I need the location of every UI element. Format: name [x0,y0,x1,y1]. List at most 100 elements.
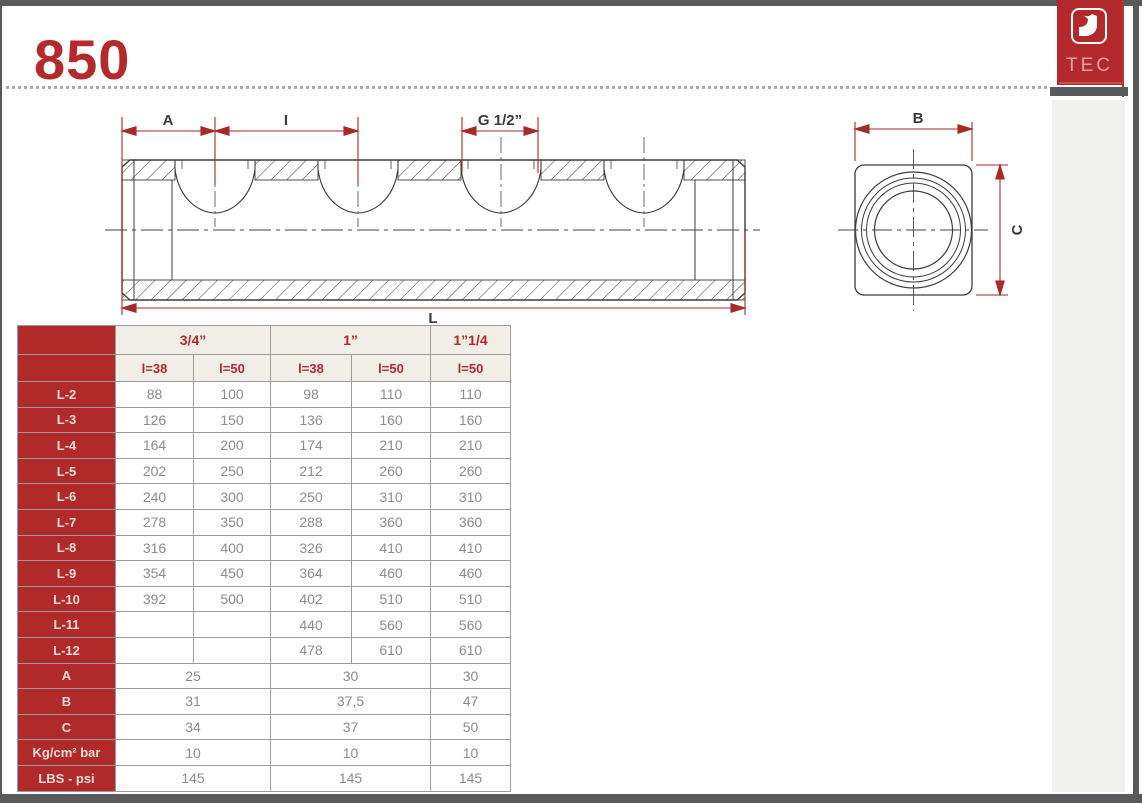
dim-label-l: L [428,310,437,325]
table-cell: 560 [430,611,512,638]
dim-label-a: A [163,112,174,129]
table-cell: 402 [270,585,352,613]
size-group: 1” [269,325,432,355]
table-cell: 250 [193,457,271,485]
table-cell: 560 [350,611,432,638]
length-header: l=38 [115,354,194,382]
table-cell: 145 [269,764,432,792]
row-label: LBS - psi [17,764,116,792]
table-cell: 400 [193,534,271,562]
table-cell: 150 [193,406,271,434]
bottom-frame-bar [0,794,1142,803]
row-label: C [17,713,116,741]
table-cell: 30 [430,662,512,690]
table-cell: 210 [430,432,512,459]
table-cell: 460 [430,560,512,587]
table-row: L-3 126 150 136 160 160 [17,406,512,434]
length-header-row: l=38 l=50 l=38 l=50 l=50 [17,354,512,382]
dotted-divider [6,86,1047,89]
table-cell: 10 [115,739,271,766]
table-cell: 174 [270,432,352,459]
row-label: L-3 [17,406,116,434]
table-cell: 145 [430,764,512,792]
row-label: L-11 [17,611,116,638]
table-cell: 440 [270,611,352,638]
table-cell: 37 [269,713,432,741]
table-cell: 316 [115,534,194,562]
table-cell: 126 [115,406,194,434]
row-label: L-6 [17,483,116,510]
table-cell: 47 [430,688,512,715]
table-cell [115,611,194,638]
table-cell: 326 [270,534,352,562]
table-cell [193,636,271,664]
table-cell [115,636,194,664]
dimension-lines [120,117,747,315]
table-cell: 364 [270,560,352,587]
table-cell: 392 [115,585,194,613]
table-row: L-9 354 450 364 460 460 [17,560,512,587]
row-label: L-2 [17,381,116,408]
table-row: L-8 316 400 326 410 410 [17,534,512,562]
table-cell: 478 [270,636,352,664]
table-row: L-5 202 250 212 260 260 [17,457,512,485]
size-group-header-row: 3/4” 1” 1”1/4 [17,325,512,355]
table-cell: 360 [430,508,512,536]
summary-row: A 25 30 30 [17,662,512,690]
table-cell: 240 [115,483,194,510]
spec-table: 3/4” 1” 1”1/4 l=38 l=50 l=38 l=50 l=50 L… [17,325,512,792]
table-cell: 160 [430,406,512,434]
table-cell: 110 [430,381,512,408]
row-label: L-9 [17,560,116,587]
table-cell: 310 [430,483,512,510]
table-cell: 202 [115,457,194,485]
table-cell: 260 [350,457,432,485]
row-label: L-12 [17,636,116,664]
logo-shadow-bar [1050,87,1128,96]
pipe-elbow-glyph [1079,14,1097,36]
table-cell: 410 [430,534,512,562]
manifold-end-view [838,149,988,311]
table-cell: 200 [193,432,271,459]
table-cell: 88 [115,381,194,408]
summary-row: C 34 37 50 [17,713,512,741]
table-cell: 288 [270,508,352,536]
length-header: l=50 [350,354,432,382]
table-row: L-6 240 300 250 310 310 [17,483,512,510]
size-group: 3/4” [115,325,271,355]
right-frame-edge [1133,0,1139,803]
table-cell: 510 [350,585,432,613]
table-cell: 350 [193,508,271,536]
table-cell: 300 [193,483,271,510]
table-row: L-11 440 560 560 [17,611,512,638]
table-cell: 110 [350,381,432,408]
row-label: L-8 [17,534,116,562]
table-cell: 98 [270,381,352,408]
table-cell: 610 [430,636,512,664]
dimension-labels: A I G 1/2” L [163,112,523,325]
table-cell: 50 [430,713,512,741]
table-cell: 145 [115,764,271,792]
table-cell: 30 [269,662,432,690]
row-label: A [17,662,116,690]
table-cell: 310 [350,483,432,510]
table-cell: 160 [350,406,432,434]
summary-row: LBS - psi 145 145 145 [17,764,512,792]
right-side-panel [1052,100,1125,792]
manifold-side-view [105,137,760,301]
row-label: L-5 [17,457,116,485]
left-frame-edge [0,0,2,803]
end-view-dimensions [853,122,1008,297]
table-cell: 210 [350,432,432,459]
page-title: 850 [34,28,131,91]
centerlines [105,137,760,231]
table-cell: 10 [430,739,512,766]
table-cell: 278 [115,508,194,536]
logo-vertical-line [1122,0,1124,97]
top-frame-bar [0,0,1142,6]
table-cell: 610 [350,636,432,664]
table-cell: 25 [115,662,271,690]
summary-row: B 31 37,5 47 [17,688,512,715]
length-header: l=50 [430,354,512,382]
table-row: L-4 164 200 174 210 210 [17,432,512,459]
